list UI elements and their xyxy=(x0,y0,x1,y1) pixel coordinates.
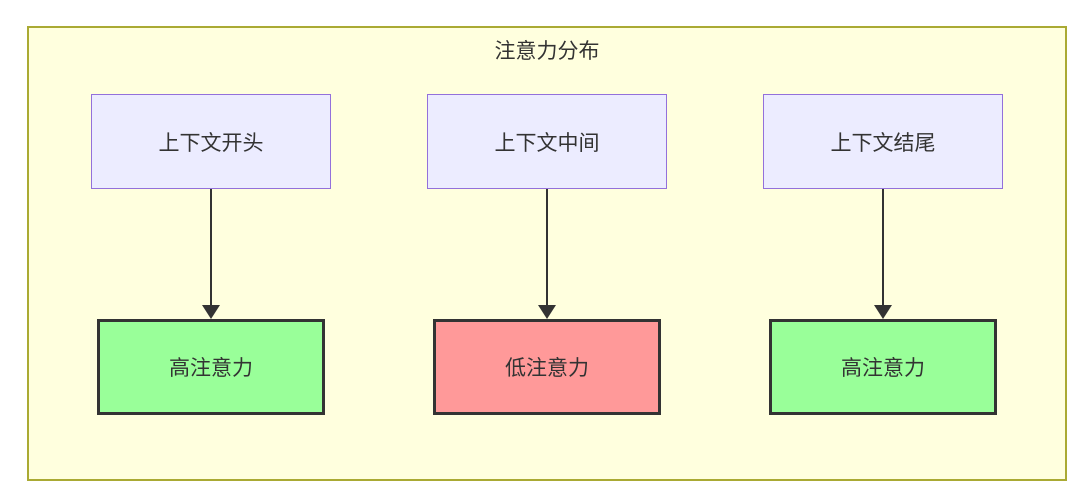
column-context-middle: 上下文中间 低注意力 xyxy=(427,94,667,415)
diagram-title: 注意力分布 xyxy=(494,40,600,63)
arrow-down-icon xyxy=(874,305,892,319)
attention-distribution-cluster: 注意力分布 上下文开头 高注意力 上下文中间 低注意力 上下文结尾 xyxy=(27,26,1067,481)
arrow-line xyxy=(546,189,548,305)
column-context-end: 上下文结尾 高注意力 xyxy=(763,94,1003,415)
node-high-attention-2: 高注意力 xyxy=(769,319,997,415)
arrow-context-start xyxy=(202,189,220,319)
node-context-end: 上下文结尾 xyxy=(763,94,1003,189)
arrow-context-middle xyxy=(538,189,556,319)
column-context-start: 上下文开头 高注意力 xyxy=(91,94,331,415)
arrow-line xyxy=(882,189,884,305)
diagram-columns: 上下文开头 高注意力 上下文中间 低注意力 上下文结尾 xyxy=(29,94,1065,415)
arrow-down-icon xyxy=(538,305,556,319)
arrow-line xyxy=(210,189,212,305)
arrow-context-end xyxy=(874,189,892,319)
node-high-attention-1: 高注意力 xyxy=(97,319,325,415)
node-low-attention: 低注意力 xyxy=(433,319,661,415)
node-context-start: 上下文开头 xyxy=(91,94,331,189)
node-context-middle: 上下文中间 xyxy=(427,94,667,189)
arrow-down-icon xyxy=(202,305,220,319)
